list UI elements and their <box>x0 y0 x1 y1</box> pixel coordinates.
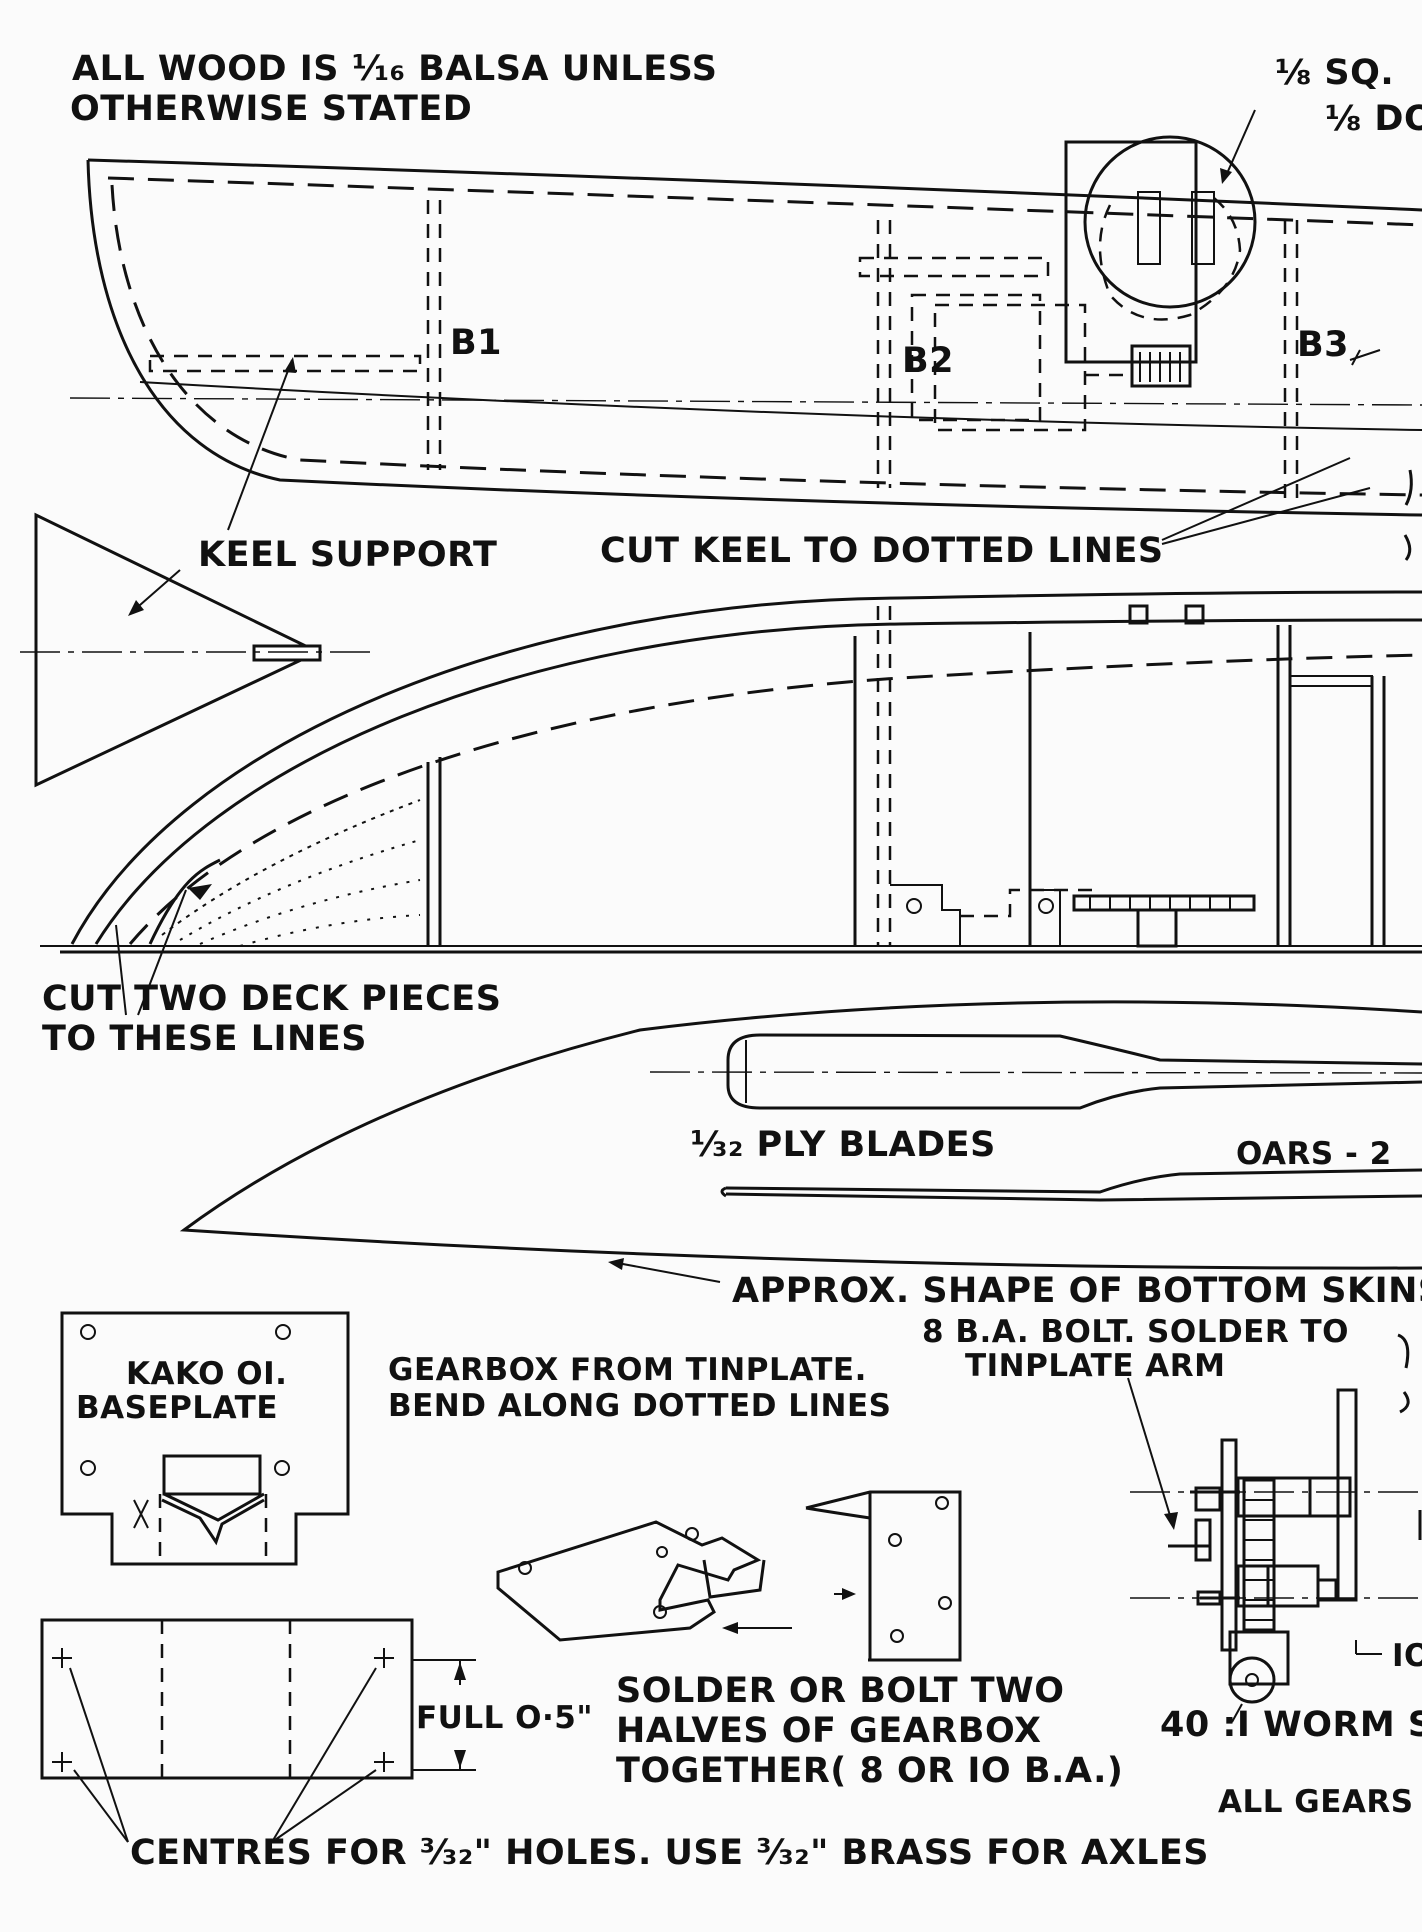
bulkhead-b2-label: B2 <box>902 341 954 381</box>
gearbox-isometric <box>496 1490 962 1662</box>
keel-support-piece <box>20 512 372 788</box>
gear-train <box>1127 1333 1422 1723</box>
solder-note-line3: TOGETHER( 8 OR IO B.A.) <box>616 1751 1123 1791</box>
ten-mark-label: IO <box>1392 1638 1422 1674</box>
note-square-line2: ⅛ DO <box>1325 99 1422 139</box>
centres-note: CENTRES FOR ³⁄₃₂" HOLES. USE ³⁄₃₂" BRASS… <box>130 1833 1209 1873</box>
keel-support-label: KEEL SUPPORT <box>198 535 497 575</box>
solder-note-line1: SOLDER OR BOLT TWO <box>616 1671 1064 1711</box>
cut-keel-label: CUT KEEL TO DOTTED LINES <box>600 531 1164 571</box>
note-balsa-line2: OTHERWISE STATED <box>70 89 472 129</box>
bottom-skins-label: APPROX. SHAPE OF BOTTOM SKINS <box>732 1271 1422 1311</box>
gearbox-note-line2: BEND ALONG DOTTED LINES <box>388 1388 891 1424</box>
bottom-skin-and-oar <box>179 1000 1422 1283</box>
note-balsa-line1: ALL WOOD IS ¹⁄₁₆ BALSA UNLESS <box>72 49 717 89</box>
bolt-note-line1: 8 B.A. BOLT. SOLDER TO <box>922 1314 1349 1350</box>
ply-blades-label: ¹⁄₃₂ PLY BLADES <box>690 1125 996 1165</box>
gearbox-note-line1: GEARBOX FROM TINPLATE. <box>388 1352 867 1388</box>
gearbox-blank <box>40 1618 476 1843</box>
bolt-note-line2: TINPLATE ARM <box>965 1348 1226 1384</box>
deck-pieces-line1: CUT TWO DECK PIECES <box>42 979 501 1019</box>
all-gears-label: ALL GEARS <box>1218 1784 1414 1820</box>
note-square-line1: ⅛ SQ. <box>1275 53 1394 93</box>
worm-gear-label: 40 :I WORM S <box>1160 1705 1422 1745</box>
deck-plan <box>40 590 1422 1016</box>
solder-note-line2: HALVES OF GEARBOX <box>616 1711 1041 1751</box>
hull-side-elevation <box>69 109 1422 561</box>
deck-pieces-line2: TO THESE LINES <box>42 1019 367 1059</box>
kako-baseplate <box>60 1311 350 1566</box>
bulkhead-b3-label: B3 <box>1297 325 1349 365</box>
oars-label: OARS - 2 <box>1236 1136 1392 1172</box>
full-dimension-label: FULL O·5" <box>416 1700 593 1736</box>
kako-line2: BASEPLATE <box>76 1390 278 1426</box>
bulkhead-b1-label: B1 <box>450 323 502 363</box>
kako-line1: KAKO OI. <box>126 1356 287 1392</box>
